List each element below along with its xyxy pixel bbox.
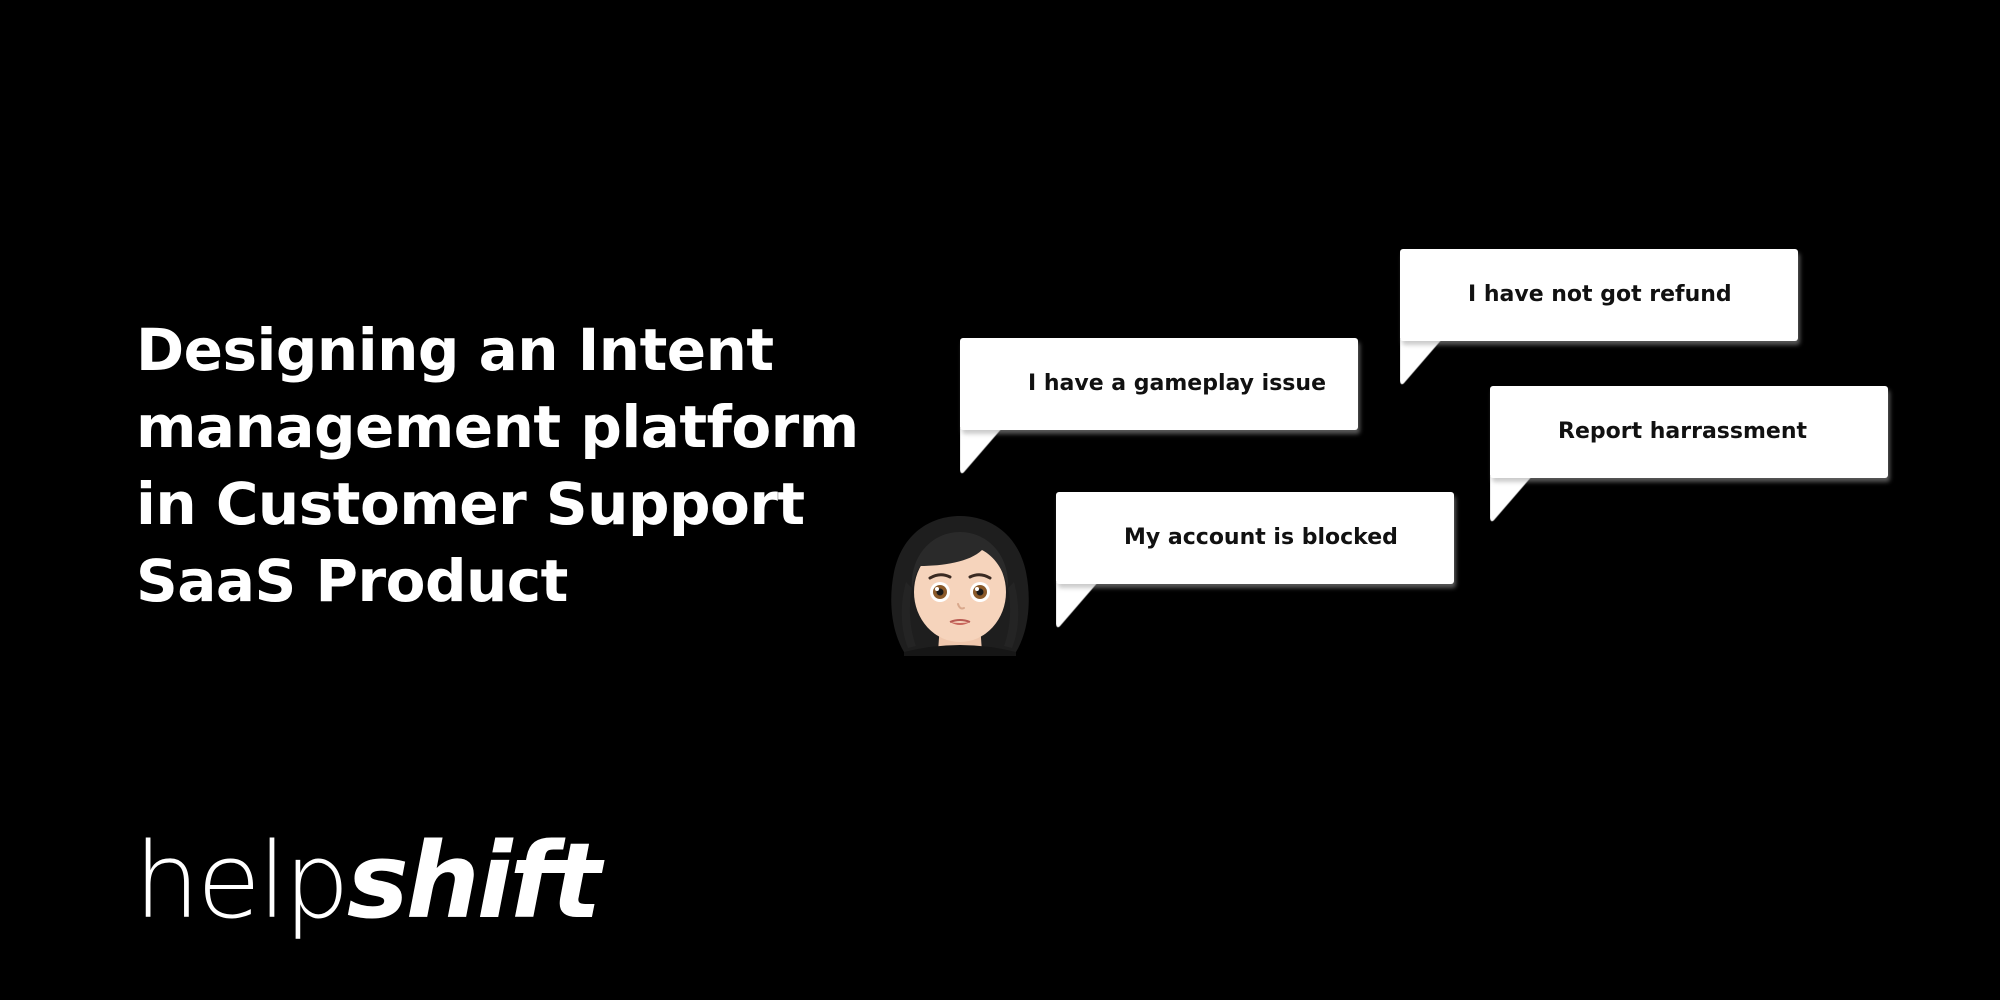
bubble-box bbox=[960, 338, 1358, 430]
intent-label: I have a gameplay issue bbox=[1028, 371, 1326, 396]
intent-bubble-refund: I have not got refund bbox=[1400, 249, 1800, 385]
title-line: management platform bbox=[136, 393, 859, 461]
bubble-tail-icon bbox=[1056, 582, 1099, 628]
intent-label: My account is blocked bbox=[1124, 525, 1398, 550]
intent-bubble-harassment: Report harrassment bbox=[1490, 386, 1890, 522]
helpshift-logo: helpshift bbox=[134, 816, 602, 946]
bubble-box bbox=[1400, 249, 1798, 341]
page-title: Designing an Intent management platform … bbox=[136, 312, 859, 620]
intent-bubble-blocked: My account is blocked bbox=[1056, 492, 1456, 628]
logo-bold-text: shift bbox=[346, 820, 602, 942]
bubble-tail-icon bbox=[960, 428, 1003, 474]
woman-emoji-icon bbox=[891, 516, 1029, 656]
intent-label: I have not got refund bbox=[1468, 282, 1732, 307]
bubble-box bbox=[1490, 386, 1888, 478]
bubble-tail-icon bbox=[1400, 339, 1443, 385]
title-line: Designing an Intent bbox=[136, 316, 774, 384]
bubble-tail-icon bbox=[1490, 476, 1533, 522]
title-line: SaaS Product bbox=[136, 547, 568, 615]
intent-bubble-gameplay: I have a gameplay issue bbox=[960, 338, 1360, 474]
title-line: in Customer Support bbox=[136, 470, 805, 538]
intent-label: Report harrassment bbox=[1558, 419, 1808, 444]
logo-light-text: help bbox=[134, 820, 350, 942]
bubble-box bbox=[1056, 492, 1454, 584]
